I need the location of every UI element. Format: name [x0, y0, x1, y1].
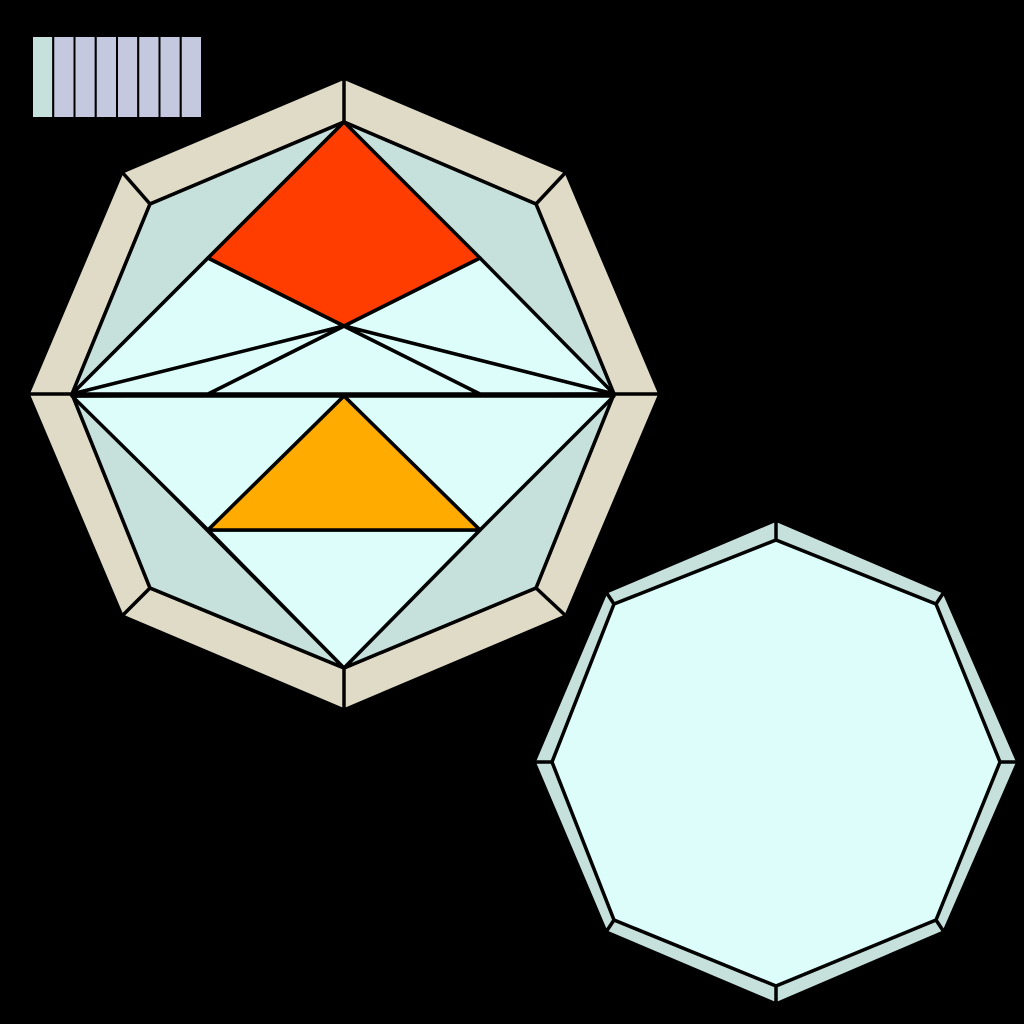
plain-octagon[interactable]	[532, 518, 1020, 1006]
frame-joint	[534, 586, 568, 618]
frame-joint	[604, 919, 616, 933]
swatch-segment	[137, 35, 161, 119]
frame-joint	[120, 170, 152, 206]
octagon-frame-segments	[28, 78, 660, 710]
swatch-segment	[179, 35, 203, 119]
red-kite-piece[interactable]	[206, 120, 482, 328]
swatch-segment	[73, 35, 97, 119]
frame-joint	[534, 170, 568, 206]
frame-joint	[120, 586, 152, 618]
swatch-segment	[116, 35, 140, 119]
frame-joint	[604, 591, 616, 605]
frame-joint	[934, 591, 946, 605]
swatch-segment	[94, 35, 118, 119]
octagon-divider	[71, 392, 615, 398]
swatch-segment	[52, 35, 76, 119]
frame-joint	[934, 919, 946, 933]
patterned-octagon[interactable]	[26, 76, 662, 712]
swatch-segment	[31, 35, 55, 119]
plain-octagon-panel	[550, 538, 1002, 988]
color-swatch-strip	[31, 35, 203, 119]
swatch-segment	[158, 35, 182, 119]
orange-triangle-piece[interactable]	[206, 394, 482, 532]
plain-octagon-frame-segments	[534, 520, 1018, 1004]
